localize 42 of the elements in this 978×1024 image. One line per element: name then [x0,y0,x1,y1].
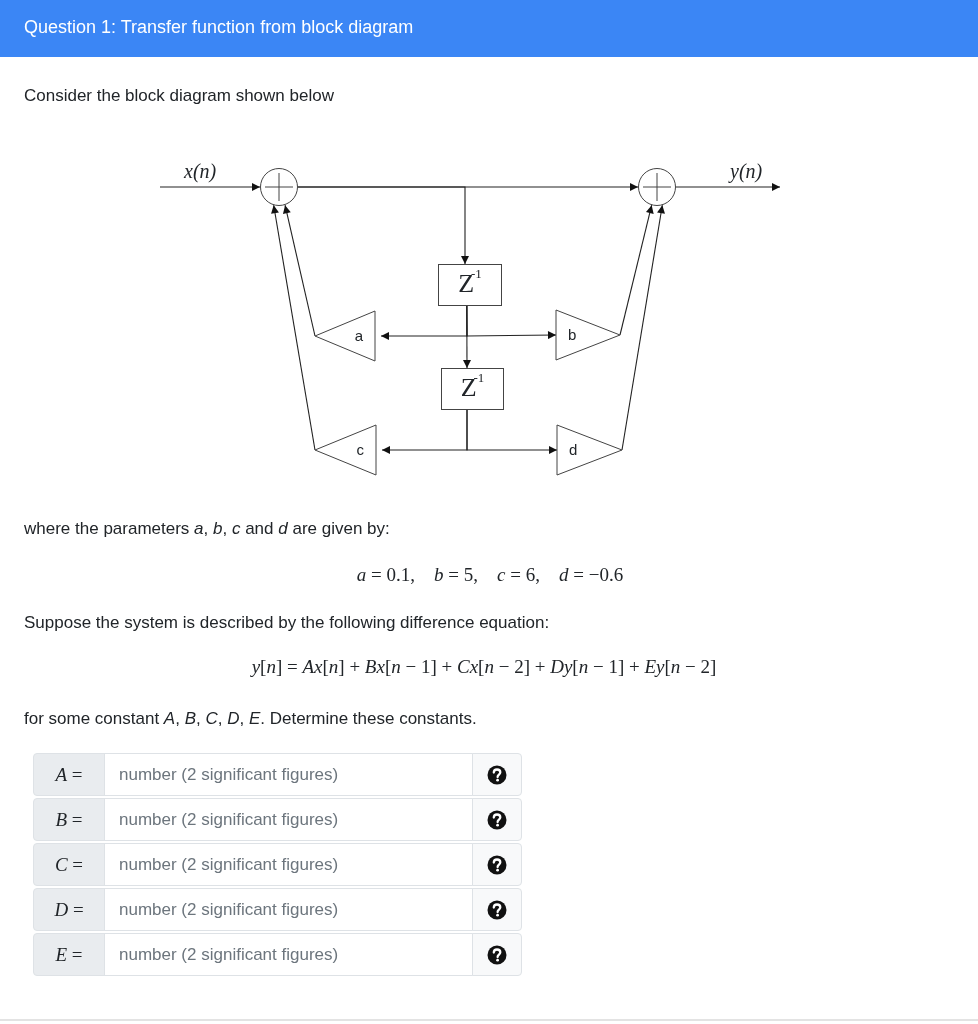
variable-label: D = [33,888,105,931]
variable-label: E = [33,933,105,976]
paragraph: Suppose the system is described by the following difference equation: [24,613,550,633]
arrow [675,183,781,191]
input-field: number (2 significant figures) [104,843,473,886]
arrow [297,186,469,265]
signal-label: x(n) [184,160,217,183]
signal-label: y(n) [730,160,763,183]
paragraph: where the parameters a, b, c and d are given by: [24,519,390,539]
arrow [621,204,665,451]
delay-label: Z$^{-1}$ [459,370,486,403]
input-field: number (2 significant figures) [104,888,473,931]
arrow [466,409,558,454]
arrow [282,204,316,337]
arrow [159,183,261,191]
gain-label: c [356,441,364,458]
variable-label: C = [33,843,105,886]
summing-junction [638,168,676,206]
arrow [271,204,316,451]
arrow [619,204,654,336]
gain-label: b [568,326,577,343]
input-field: number (2 significant figures) [104,798,473,841]
input-field: number (2 significant figures) [104,753,473,796]
delay-block [441,368,504,410]
paragraph: for some constant A, B, C, D, E. Determine these constants. [24,709,477,729]
title: Question 1: Transfer function from block diagram [24,17,414,38]
summing-junction [260,168,298,206]
gain-triangle [557,425,622,475]
gain-label: a [354,327,363,344]
gain-triangle [315,425,376,475]
delay-label: Z$^{-1}$ [457,266,483,299]
equation: y[n] = Ax[n] + Bx[n − 1] + Cx[n − 2] + Dy[n − 1] + Ey[n − 2] [249,656,718,678]
gain-label: d [569,441,578,458]
variable-label: B = [33,798,105,841]
gain-triangle [315,311,375,361]
variable-label: A = [33,753,105,796]
equation: a = 0.1, b = 5, c = 6, d = −0.6 [355,564,625,586]
gain-triangle [556,310,620,360]
input-field: number (2 significant figures) [104,933,473,976]
delay-block [438,264,502,306]
paragraph: Consider the block diagram shown below [24,86,334,106]
arrow [462,305,471,369]
